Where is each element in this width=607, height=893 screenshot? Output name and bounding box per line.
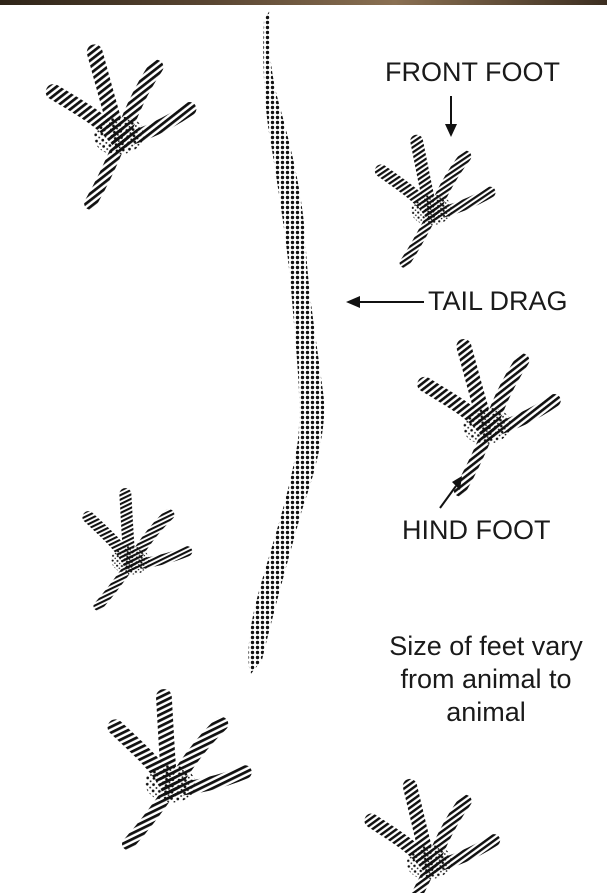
label-hind-foot: HIND FOOT bbox=[402, 514, 551, 546]
size-note-line-1: Size of feet vary bbox=[368, 630, 604, 663]
footprint-bottom-left bbox=[107, 694, 249, 852]
footprint-bottom-right bbox=[368, 778, 501, 893]
tail-drag-mark bbox=[248, 10, 324, 675]
footprint-top-left bbox=[49, 40, 201, 206]
front-foot-print bbox=[379, 136, 494, 264]
size-note: Size of feet vary from animal to animal bbox=[368, 630, 604, 729]
size-note-line-3: animal bbox=[368, 696, 604, 729]
label-tail-drag: TAIL DRAG bbox=[428, 285, 568, 317]
arrow-tail-drag bbox=[346, 296, 424, 308]
hind-foot-print bbox=[420, 335, 565, 493]
size-note-line-2: from animal to bbox=[368, 663, 604, 696]
arrow-front-foot bbox=[445, 96, 457, 137]
footprint-mid-left bbox=[82, 492, 190, 612]
label-front-foot: FRONT FOOT bbox=[385, 56, 560, 88]
